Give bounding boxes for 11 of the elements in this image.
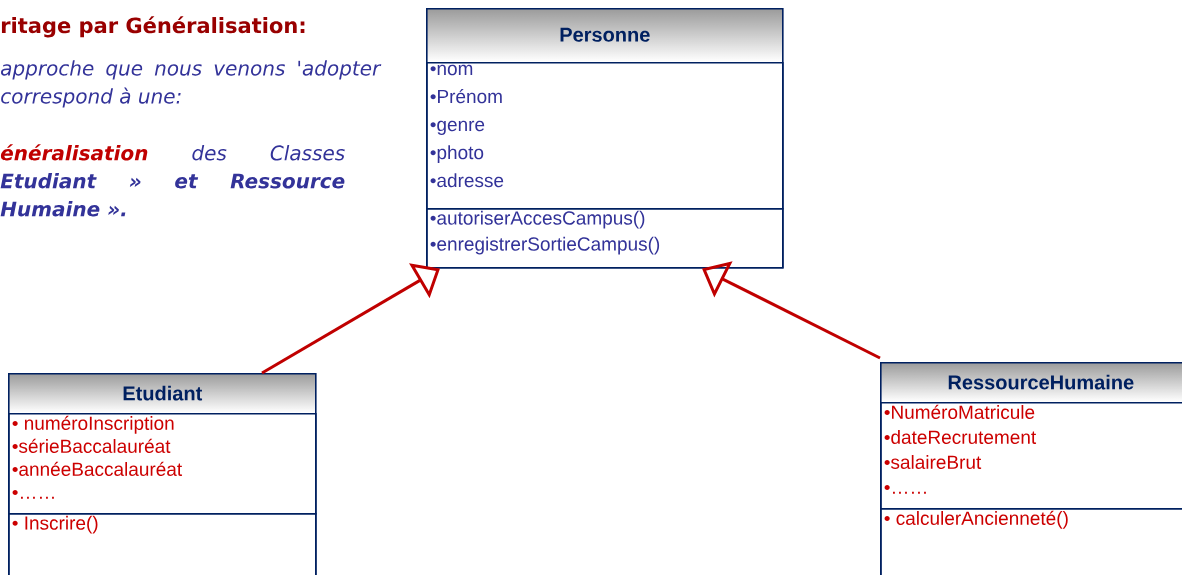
paragraph: approche que nous venons 'adopter correspond à une:	[1, 60, 382, 108]
class-compartment: •autoriserAccesCampus() •enregistrerSortieCampus()	[426, 208, 784, 269]
generalization-arrow	[702, 261, 881, 360]
paragraph: énéralisation des Classes Etudiant » et Ressource Humaine ».	[0, 144, 345, 217]
class-compartment: •NuméroMatricule •dateRecrutement •salaireBrut •……	[880, 402, 1182, 510]
class-compartment: • Inscrire()	[8, 513, 317, 575]
heading: ritage par Généralisation:	[1, 16, 305, 38]
generalization-arrow	[261, 263, 440, 375]
class-compartment: • numéroInscription •sérieBaccalauréat •annéeBaccalauréat •……	[8, 413, 317, 515]
class-compartment: • calculerAncienneté()	[880, 508, 1182, 575]
class-compartment: •nom •Prénom •genre •photo •adresse	[426, 62, 784, 210]
